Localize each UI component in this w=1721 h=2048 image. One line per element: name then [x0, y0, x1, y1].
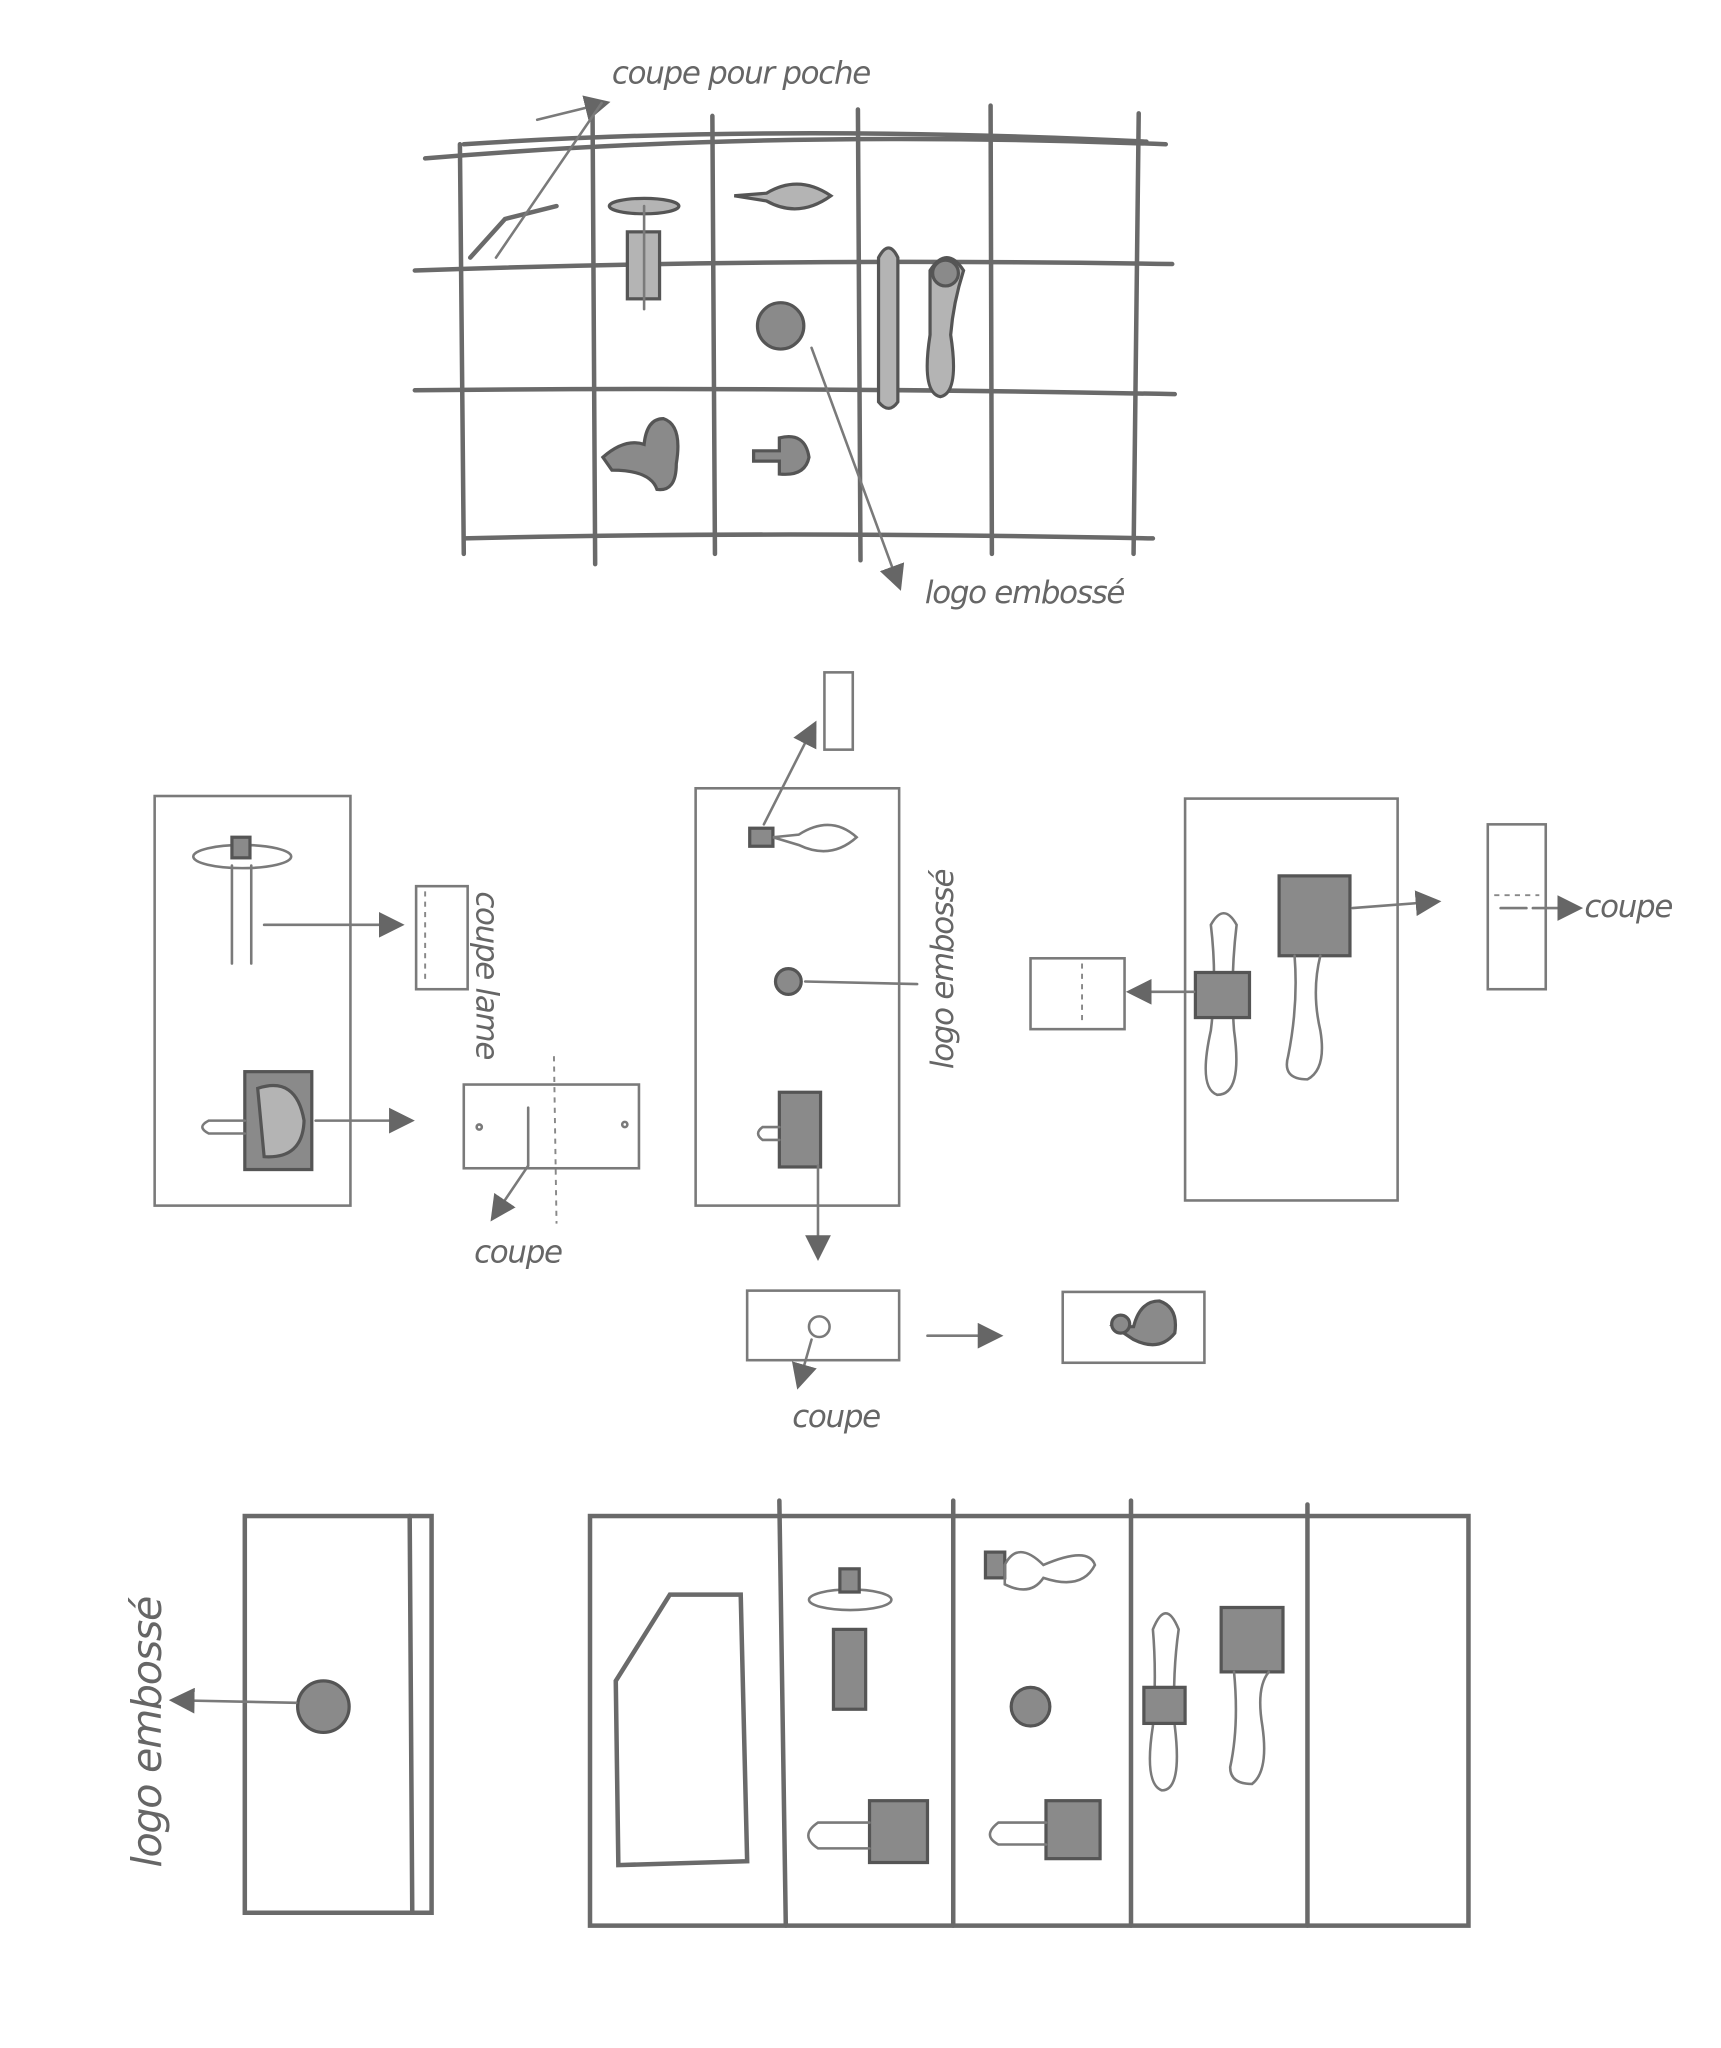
top-layout-grid: coupe pour poche logo embossé — [412, 56, 1178, 611]
middle-left-panel: coupe lame coupe — [153, 794, 641, 1270]
label-logo-bottom: logo embossé — [123, 1597, 171, 1868]
label-blade-cut: coupe lame — [469, 891, 505, 1059]
label-logo-top: logo embossé — [925, 575, 1125, 611]
label-cut-left: coupe — [474, 1234, 562, 1270]
bottom-left-panel: logo embossé — [123, 1513, 434, 1916]
middle-center-panel: logo embossé coupe — [694, 671, 1206, 1435]
label-logo-center: logo embossé — [925, 870, 961, 1070]
label-cut-center: coupe — [792, 1399, 880, 1435]
label-pocket-cut: coupe pour poche — [612, 56, 870, 92]
middle-right-panel: coupe — [1029, 797, 1674, 1202]
label-cut-right: coupe — [1584, 889, 1672, 925]
bottom-unfolded-layout — [587, 1498, 1471, 1928]
